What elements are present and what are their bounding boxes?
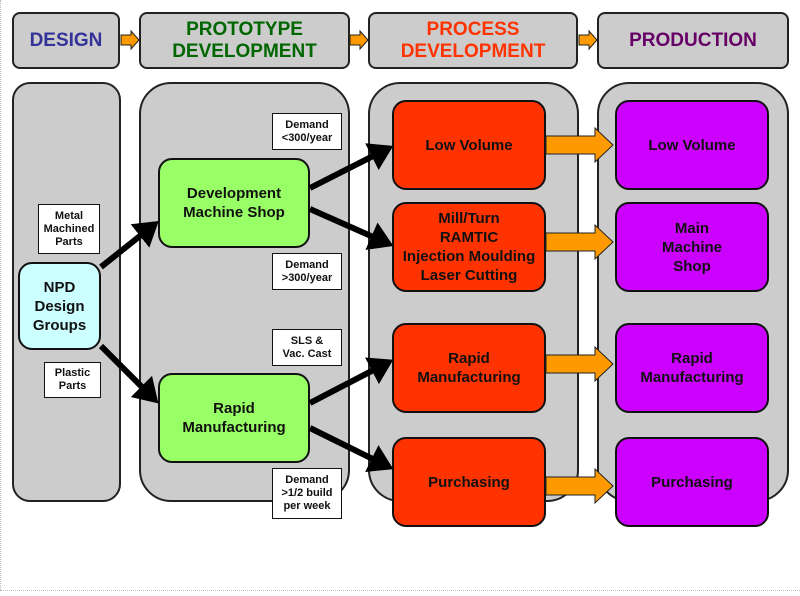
- stage-header-prototype-label: PROTOTYPE DEVELOPMENT: [172, 18, 317, 62]
- node-development-machine-shop[interactable]: Development Machine Shop: [158, 158, 310, 248]
- note-plastic-parts: Plastic Parts: [44, 362, 101, 398]
- node-rapid-manufacturing-prototype[interactable]: Rapid Manufacturing: [158, 373, 310, 463]
- node-rapid-manufacturing-production[interactable]: Rapid Manufacturing: [615, 323, 769, 413]
- node-npd-design-groups[interactable]: NPD Design Groups: [18, 262, 101, 350]
- page-guide-left: [0, 0, 2, 590]
- stage-arrow-design-to-prototype: [120, 29, 140, 51]
- node-low-volume-process[interactable]: Low Volume: [392, 100, 546, 190]
- stage-header-design: DESIGN: [12, 12, 120, 69]
- stage-header-design-label: DESIGN: [29, 29, 103, 51]
- stage-header-process: PROCESS DEVELOPMENT: [368, 12, 578, 69]
- node-rapid-manufacturing-process[interactable]: Rapid Manufacturing: [392, 323, 546, 413]
- stage-arrow-prototype-to-process: [349, 29, 369, 51]
- note-metal-machined-parts: Metal Machined Parts: [38, 204, 100, 254]
- note-demand-high: Demand >300/year: [272, 253, 342, 290]
- stage-header-process-label: PROCESS DEVELOPMENT: [400, 18, 546, 62]
- node-main-machine-shop[interactable]: Main Machine Shop: [615, 202, 769, 292]
- stage-header-prototype: PROTOTYPE DEVELOPMENT: [139, 12, 350, 69]
- node-low-volume-production[interactable]: Low Volume: [615, 100, 769, 190]
- stage-header-production: PRODUCTION: [597, 12, 789, 69]
- note-sls-vac-cast: SLS & Vac. Cast: [272, 329, 342, 366]
- note-demand-low: Demand <300/year: [272, 113, 342, 150]
- node-purchasing-production[interactable]: Purchasing: [615, 437, 769, 527]
- stage-header-production-label: PRODUCTION: [629, 29, 757, 51]
- stage-arrow-process-to-production: [578, 29, 598, 51]
- node-mill-turn-process[interactable]: Mill/Turn RAMTIC Injection Moulding Lase…: [392, 202, 546, 292]
- note-demand-build: Demand >1/2 build per week: [272, 468, 342, 519]
- node-purchasing-process[interactable]: Purchasing: [392, 437, 546, 527]
- page-guide-bottom: [0, 590, 800, 592]
